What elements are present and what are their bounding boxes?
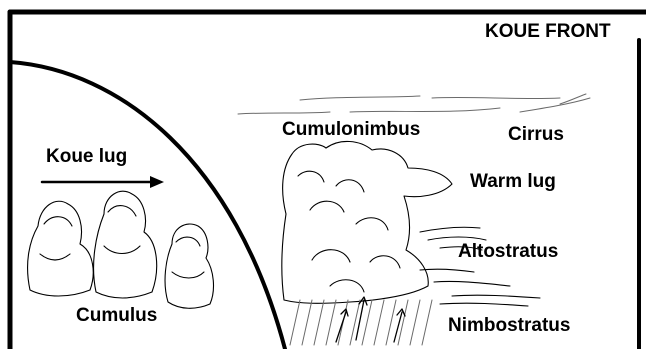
cumulus-clouds [28,191,214,308]
right-arrow-icon [42,176,164,188]
diagram-title: KOUE FRONT [485,21,611,42]
label-cumulus: Cumulus [76,305,157,326]
label-nimbostratus: Nimbostratus [448,315,570,336]
label-cirrus: Cirrus [508,124,564,145]
rain-lines [290,300,432,345]
updraft-arrows [336,297,405,342]
cirrus-streaks [238,94,590,114]
label-altostratus: Altostratus [458,241,558,262]
nimbostratus-layers [420,269,540,306]
cumulonimbus-cloud [282,141,452,303]
label-cumulonimbus: Cumulonimbus [282,119,420,140]
label-warm-air: Warm lug [470,171,556,192]
label-cold-air: Koue lug [46,146,127,167]
